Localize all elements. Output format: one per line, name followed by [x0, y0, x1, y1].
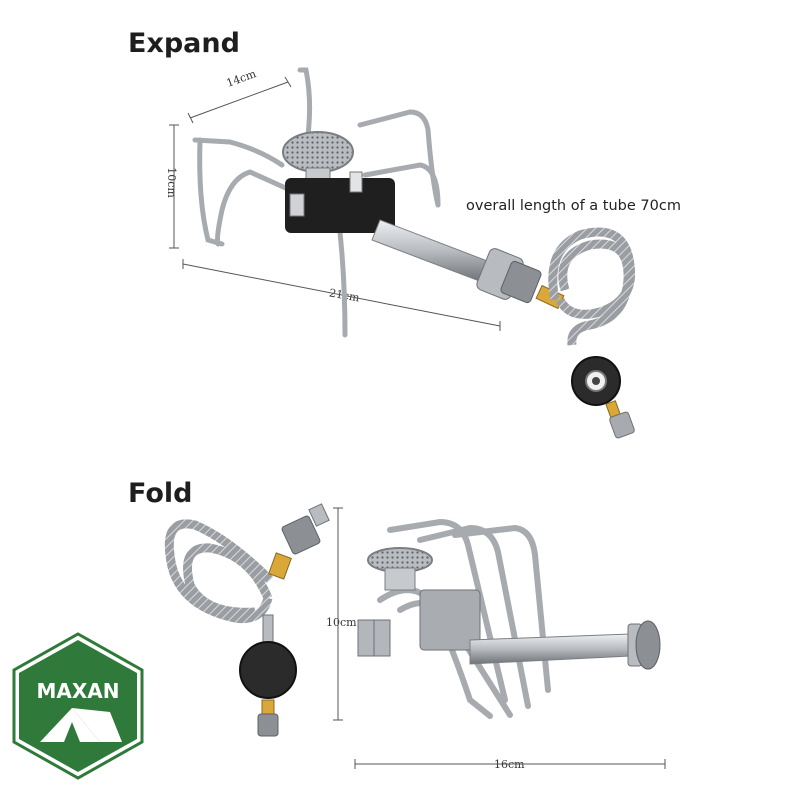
dim-line-length — [182, 263, 501, 327]
valve-body-fold — [419, 589, 481, 651]
tube-length-note: overall length of a tube 70cm — [466, 198, 681, 214]
folded-stove — [357, 518, 661, 719]
expand-title: Expand — [128, 28, 240, 59]
valve-bracket — [285, 178, 395, 233]
main-tube — [371, 219, 491, 283]
fold-height-label: 10cm — [326, 616, 357, 629]
tent-icon — [40, 708, 122, 742]
brass-fitting-fold — [268, 552, 292, 580]
fold-dimension-lines — [333, 507, 666, 769]
fold-title: Fold — [128, 478, 193, 509]
expanded-stove — [192, 67, 636, 439]
expand-dimension-lines — [169, 76, 501, 331]
end-cap-fold — [635, 620, 661, 670]
brand-name: MAXAN — [36, 679, 119, 703]
folded-hose-assembly — [164, 503, 330, 737]
regulator-knob-fold — [257, 713, 279, 737]
regulator-fold — [239, 641, 297, 699]
leg-top — [297, 67, 313, 138]
burner-head — [282, 131, 354, 173]
dim-line-width — [189, 81, 289, 119]
main-tube-fold — [469, 633, 631, 665]
brand-logo: MAXAN — [12, 632, 144, 780]
regulator-knob — [609, 411, 635, 439]
coiled-hose — [548, 227, 636, 346]
